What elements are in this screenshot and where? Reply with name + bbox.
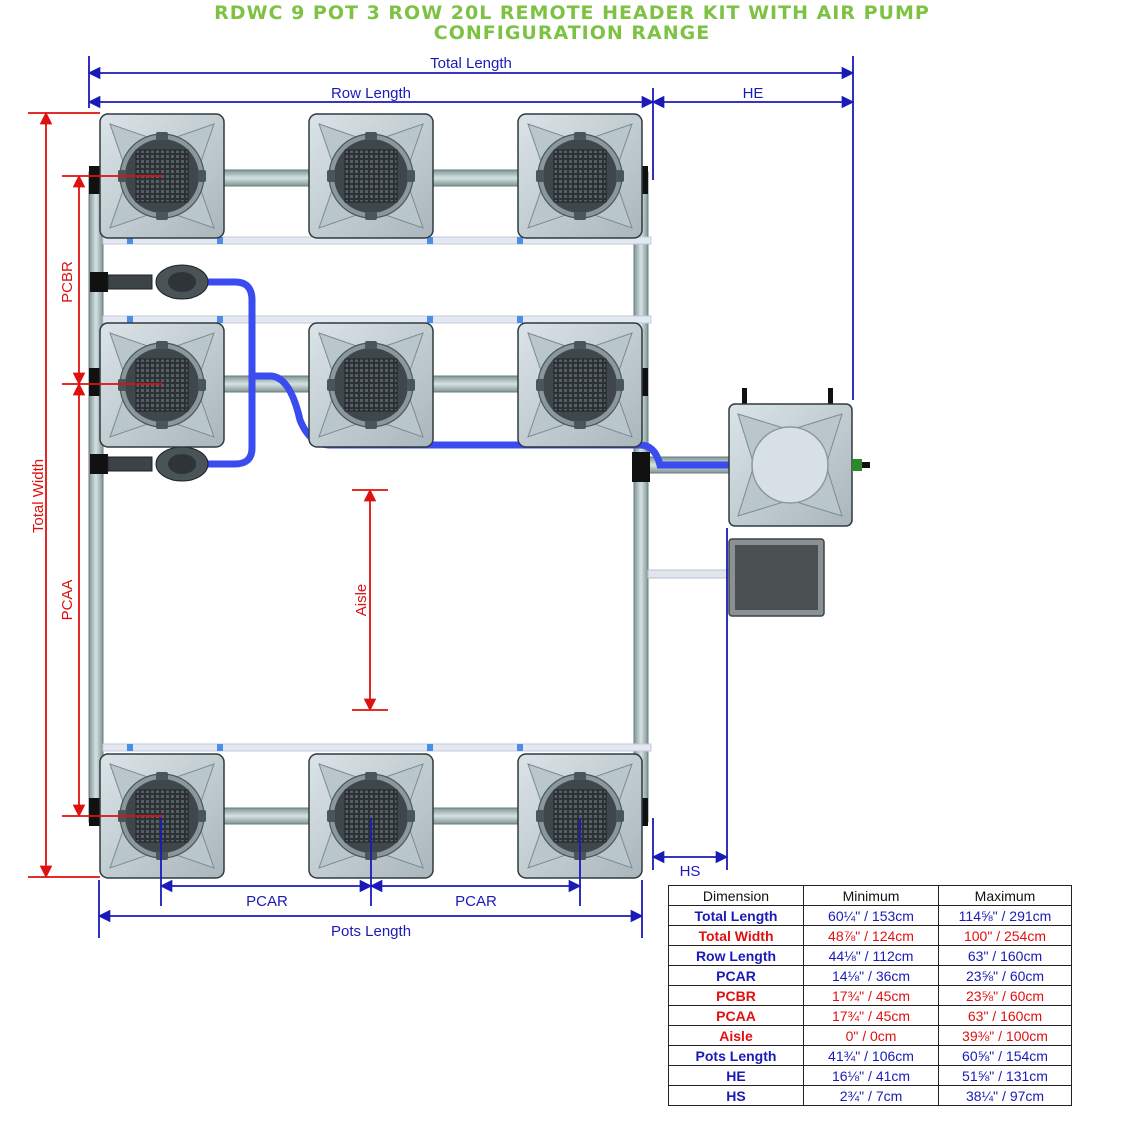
minimum-value: 60¼" / 153cm — [803, 905, 939, 926]
blue-dimensions — [87, 56, 855, 938]
air-lines-light — [102, 236, 652, 752]
maximum-value: 23⅝" / 60cm — [938, 985, 1072, 1006]
dimension-name: Total Width — [668, 925, 804, 946]
dimension-name: HE — [668, 1065, 804, 1086]
title-line-2: CONFIGURATION RANGE — [433, 22, 711, 44]
pot-row-1 — [99, 113, 643, 239]
pump-lower — [90, 446, 209, 482]
title-line-1: RDWC 9 POT 3 ROW 20L REMOTE HEADER KIT W… — [214, 2, 930, 24]
minimum-value: 0" / 0cm — [803, 1025, 939, 1046]
maximum-value: 114⅝" / 291cm — [938, 905, 1072, 926]
pot-row-2 — [99, 322, 643, 448]
table-header-row: Dimension Minimum Maximum — [668, 885, 1072, 906]
pump-lines — [201, 278, 734, 469]
maximum-value: 51⅝" / 131cm — [938, 1065, 1072, 1086]
maximum-value: 60⅝" / 154cm — [938, 1045, 1072, 1066]
maximum-value: 100" / 254cm — [938, 925, 1072, 946]
pot — [99, 322, 225, 448]
pot — [308, 113, 434, 239]
pump-upper — [90, 264, 209, 300]
label-pcbr: PCBR — [59, 261, 76, 303]
header-dimension: Dimension — [668, 885, 804, 906]
dimension-name: Total Length — [668, 905, 804, 926]
air-pump — [728, 538, 825, 617]
minimum-value: 41¾" / 106cm — [803, 1045, 939, 1066]
dimension-name: HS — [668, 1085, 804, 1106]
dimension-name: Row Length — [668, 945, 804, 966]
dimension-name: Aisle — [668, 1025, 804, 1046]
maximum-value: 39⅜" / 100cm — [938, 1025, 1072, 1046]
dimension-name: PCBR — [668, 985, 804, 1006]
minimum-value: 14⅛" / 36cm — [803, 965, 939, 986]
label-pcar-left: PCAR — [246, 893, 288, 910]
label-total-length: Total Length — [430, 55, 512, 72]
minimum-value: 44⅛" / 112cm — [803, 945, 939, 966]
label-hs: HS — [680, 863, 701, 880]
maximum-value: 23⅝" / 60cm — [938, 965, 1072, 986]
maximum-value: 63" / 160cm — [938, 945, 1072, 966]
maximum-value: 63" / 160cm — [938, 1005, 1072, 1026]
red-dimensions — [28, 111, 388, 879]
label-total-width: Total Width — [30, 459, 47, 533]
pot — [517, 113, 643, 239]
pot — [308, 322, 434, 448]
label-pots-length: Pots Length — [331, 923, 411, 940]
label-he: HE — [743, 85, 764, 102]
label-pcaa: PCAA — [59, 580, 76, 621]
minimum-value: 48⅞" / 124cm — [803, 925, 939, 946]
dimension-name: PCAA — [668, 1005, 804, 1026]
minimum-value: 2¾" / 7cm — [803, 1085, 939, 1106]
minimum-value: 17¾" / 45cm — [803, 985, 939, 1006]
dimension-name: PCAR — [668, 965, 804, 986]
maximum-value: 38¼" / 97cm — [938, 1085, 1072, 1106]
minimum-value: 16⅛" / 41cm — [803, 1065, 939, 1086]
label-row-length: Row Length — [331, 85, 411, 102]
pot — [517, 322, 643, 448]
minimum-value: 17¾" / 45cm — [803, 1005, 939, 1026]
dimension-name: Pots Length — [668, 1045, 804, 1066]
air-line-connectors — [127, 237, 523, 751]
header-tank — [728, 388, 870, 527]
label-pcar-right: PCAR — [455, 893, 497, 910]
header-maximum: Maximum — [938, 885, 1072, 906]
label-aisle: Aisle — [353, 584, 370, 617]
header-minimum: Minimum — [803, 885, 939, 906]
